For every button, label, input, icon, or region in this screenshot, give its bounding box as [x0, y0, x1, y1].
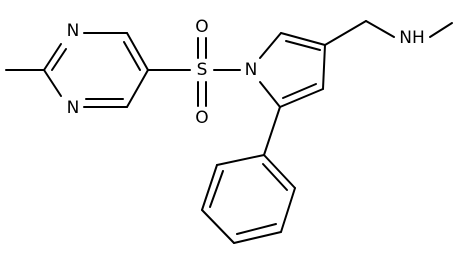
bond-ph-5: [201, 164, 218, 211]
bond-n-c2: [259, 32, 282, 59]
bond-ph-1: [263, 154, 296, 189]
bond-ph-2: [280, 187, 296, 233]
bond-c2-c3-inner: [285, 40, 321, 51]
bond-c2-n3: [43, 69, 62, 97]
bond-ph-3: [233, 231, 282, 244]
bond-ch2-nh: [365, 20, 395, 38]
bond-ph-6: [216, 154, 265, 166]
bond-c2-c3: [280, 32, 326, 46]
bond-ph-3-inner: [236, 223, 277, 235]
bond-c3-ch2: [324, 20, 367, 46]
bond-ph-1-inner: [262, 163, 288, 191]
atom-label-o-bottom: O: [195, 108, 208, 128]
bond-c5-phenyl: [263, 106, 281, 156]
bond-c6-c5-inner: [123, 41, 141, 71]
atom-label-n2: N: [67, 98, 80, 118]
bond-c4-c5: [279, 88, 324, 108]
bond-n-c5: [259, 81, 281, 108]
bond-ph-5-inner: [209, 170, 224, 208]
bond-nh-methyl: [429, 22, 453, 38]
bond-c3-c4: [322, 44, 326, 90]
atom-labels: N N S O O N NH: [67, 17, 425, 128]
bond-c6-c5: [126, 32, 149, 71]
bond-c2-n1-inner: [51, 48, 67, 71]
atom-label-n1: N: [67, 21, 80, 41]
atom-label-n-pyrrole: N: [245, 60, 258, 80]
bond-c4-c5-inner: [282, 83, 317, 99]
bond-ph-4: [201, 209, 235, 244]
atom-label-nh: NH: [399, 28, 425, 48]
atom-label-s: S: [197, 60, 208, 80]
atom-label-o-top: O: [195, 17, 208, 37]
bond-c2-n1: [43, 43, 62, 71]
bonds: [5, 20, 453, 244]
bond-c4-c5: [126, 69, 149, 108]
